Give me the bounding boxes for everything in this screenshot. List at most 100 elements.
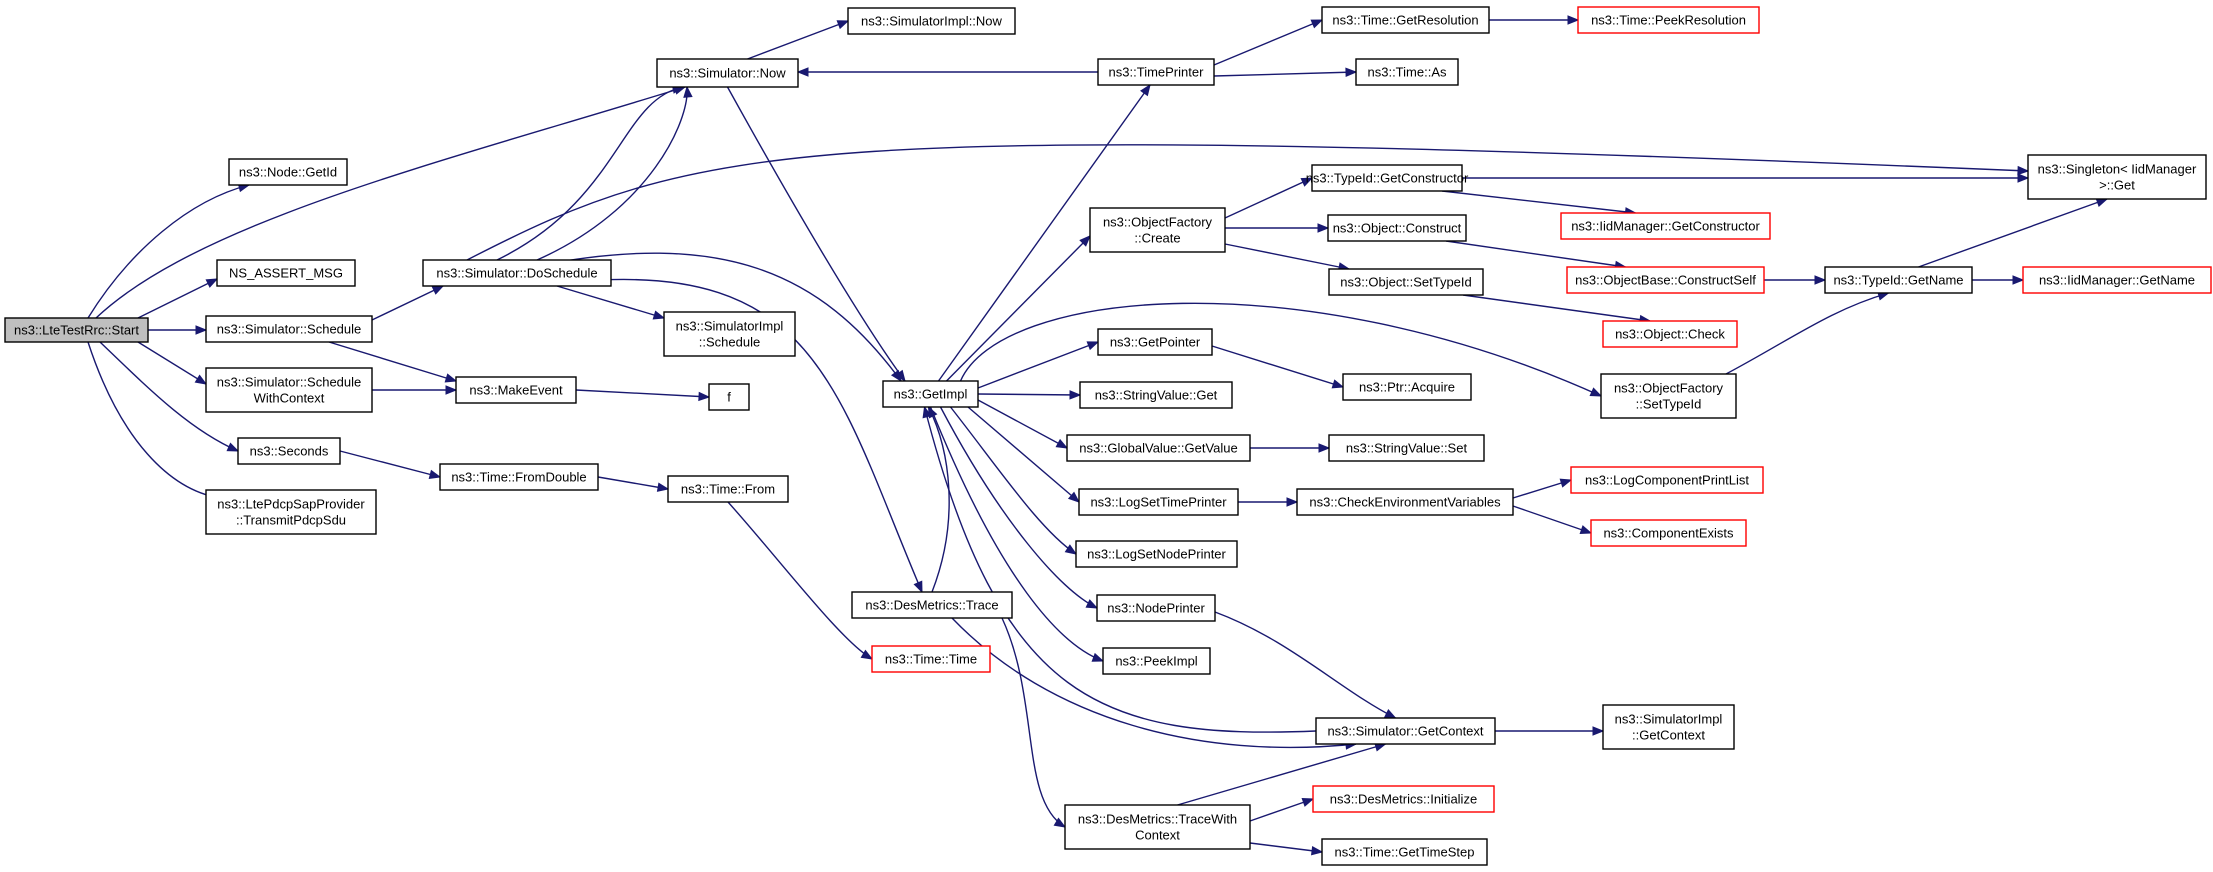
node-label: ns3::LtePdcpSapProvider: [217, 497, 365, 512]
node-strvalset[interactable]: ns3::StringValue::Set: [1328, 434, 1485, 462]
edge-desmetricstrace-to-simgetcontext: [951, 617, 1358, 750]
node-nsassert[interactable]: NS_ASSERT_MSG: [216, 259, 356, 287]
edge-timeprinter-to-simnow: [796, 67, 1098, 77]
node-logsetnodeprinter[interactable]: ns3::LogSetNodePrinter: [1075, 540, 1238, 568]
arrowhead-icon: [860, 649, 874, 660]
node-timeas[interactable]: ns3::Time::As: [1355, 58, 1459, 86]
edge-desmetricstrace-to-getimpl: [927, 405, 950, 593]
node-strvalget[interactable]: ns3::StringValue::Get: [1079, 381, 1233, 409]
edge-line: [1249, 842, 1323, 853]
node-desmetricstrace[interactable]: ns3::DesMetrics::Trace: [851, 591, 1013, 619]
node-f[interactable]: f: [708, 383, 750, 411]
node-seconds[interactable]: ns3::Seconds: [237, 437, 341, 465]
node-timefrom[interactable]: ns3::Time::From: [667, 475, 789, 503]
arrowhead-icon: [1559, 478, 1573, 488]
node-objconstruct[interactable]: ns3::Object::Construct: [1327, 214, 1467, 242]
arrowhead-icon: [226, 442, 240, 452]
node-singletonget[interactable]: ns3::Singleton< IidManager>::Get: [2027, 154, 2207, 200]
node-label: ns3::LteTestRrc::Start: [14, 323, 139, 338]
edge-doschedule-to-simimplsched: [556, 285, 666, 320]
node-schedule[interactable]: ns3::Simulator::Schedule: [205, 315, 373, 343]
edge-line: [951, 617, 1357, 749]
node-label: ns3::LogSetTimePrinter: [1090, 495, 1227, 510]
edge-objbaseconstructself-to-typeidgetname: [1764, 275, 1827, 285]
node-iidmgrgetname[interactable]: ns3::IidManager::GetName: [2022, 266, 2212, 294]
edge-line: [977, 341, 1099, 389]
edge-makeevent-to-f: [575, 389, 711, 402]
arrowhead-icon: [683, 85, 693, 98]
node-desmetricsinit[interactable]: ns3::DesMetrics::Initialize: [1312, 785, 1495, 813]
node-doschedule[interactable]: ns3::Simulator::DoSchedule: [422, 259, 612, 287]
node-box: [1311, 164, 1463, 192]
node-objsettypeid[interactable]: ns3::Object::SetTypeId: [1328, 268, 1484, 296]
node-simgetcontext[interactable]: ns3::Simulator::GetContext: [1315, 717, 1496, 745]
node-getresolution[interactable]: ns3::Time::GetResolution: [1321, 6, 1490, 34]
edge-getimpl-to-nodeprinter: [939, 406, 1099, 609]
node-transmitpdcp[interactable]: ns3::LtePdcpSapProvider::TransmitPdcpSdu: [205, 489, 377, 535]
edge-line: [727, 501, 873, 660]
edge-desmetricstracewctx-to-desmetricsinit: [1249, 797, 1315, 822]
arrowhead-icon: [913, 580, 923, 594]
edge-objfactcreate-to-objconstruct: [1225, 223, 1330, 233]
edge-start-to-transmitpdcp: [87, 341, 222, 502]
node-label: ns3::SimulatorImpl: [676, 319, 784, 334]
edge-simnow-to-getimpl: [726, 86, 906, 383]
node-start[interactable]: ns3::LteTestRrc::Start: [4, 317, 149, 343]
edge-doschedule-to-desmetricstrace: [600, 278, 923, 594]
node-objfactsettypeid[interactable]: ns3::ObjectFactory::SetTypeId: [1600, 373, 1737, 419]
node-label: ns3::DesMetrics::Initialize: [1330, 792, 1477, 807]
node-objfactcreate[interactable]: ns3::ObjectFactory::Create: [1089, 207, 1226, 253]
edge-line: [949, 406, 1077, 555]
node-logsettimeprinter[interactable]: ns3::LogSetTimePrinter: [1078, 488, 1239, 516]
node-peekresolution[interactable]: ns3::Time::PeekResolution: [1577, 6, 1760, 34]
node-timeprinter[interactable]: ns3::TimePrinter: [1097, 58, 1215, 86]
edge-simnow-to-simimplnow: [747, 20, 850, 60]
node-label: ns3::PeekImpl: [1115, 654, 1197, 669]
node-fromdouble[interactable]: ns3::Time::FromDouble: [439, 463, 599, 491]
edge-schedule-to-doschedule: [371, 285, 445, 321]
node-objbaseconstructself[interactable]: ns3::ObjectBase::ConstructSelf: [1566, 266, 1765, 294]
node-compexists[interactable]: ns3::ComponentExists: [1590, 519, 1747, 547]
node-timetime[interactable]: ns3::Time::Time: [871, 645, 991, 673]
node-nodeprinter[interactable]: ns3::NodePrinter: [1096, 594, 1216, 622]
node-checkenv[interactable]: ns3::CheckEnvironmentVariables: [1296, 488, 1514, 516]
node-getid[interactable]: ns3::Node::GetId: [228, 158, 348, 186]
node-gettimestep[interactable]: ns3::Time::GetTimeStep: [1321, 838, 1488, 866]
node-simimplsched[interactable]: ns3::SimulatorImpl::Schedule: [663, 311, 796, 357]
node-getimpl[interactable]: ns3::GetImpl: [882, 380, 979, 408]
arrowhead-icon: [1069, 390, 1082, 400]
node-getpointer[interactable]: ns3::GetPointer: [1097, 328, 1213, 356]
node-label: ::SetTypeId: [1636, 397, 1702, 412]
edge-getimpl-to-objfactsettypeid: [959, 302, 1603, 397]
node-simimplgetctx[interactable]: ns3::SimulatorImpl::GetContext: [1602, 704, 1735, 750]
node-peekimpl[interactable]: ns3::PeekImpl: [1102, 647, 1211, 675]
node-iidmgrgetctor[interactable]: ns3::IidManager::GetConstructor: [1560, 212, 1771, 240]
edge-getresolution-to-peekresolution: [1489, 15, 1580, 25]
node-box: [1566, 266, 1765, 294]
node-box: [1321, 838, 1488, 866]
node-box: [2027, 154, 2207, 200]
node-box: [1312, 785, 1495, 813]
node-simnow[interactable]: ns3::Simulator::Now: [656, 58, 799, 88]
arrowhead-icon: [194, 374, 208, 385]
edge-line: [1441, 190, 1636, 214]
node-objcheck[interactable]: ns3::Object::Check: [1602, 320, 1738, 348]
node-makeevent[interactable]: ns3::MakeEvent: [455, 376, 577, 404]
node-label: ns3::DesMetrics::TraceWith: [1078, 812, 1237, 827]
arrowhead-icon: [1383, 709, 1397, 719]
node-simimplnow[interactable]: ns3::SimulatorImpl::Now: [847, 7, 1016, 35]
arrowhead-icon: [1085, 599, 1099, 609]
node-ptracquire[interactable]: ns3::Ptr::Acquire: [1342, 373, 1472, 401]
node-box: [1079, 381, 1233, 409]
node-box: [1570, 466, 1764, 494]
node-globalvalget[interactable]: ns3::GlobalValue::GetValue: [1066, 434, 1251, 462]
edge-typeidgetctor-to-iidmgrgetctor: [1441, 190, 1637, 217]
node-typeidgetname[interactable]: ns3::TypeId::GetName: [1824, 266, 1973, 294]
node-label: f: [727, 390, 731, 405]
node-logcompprintlist[interactable]: ns3::LogComponentPrintList: [1570, 466, 1764, 494]
arrowhead-icon: [1086, 341, 1100, 351]
edge-start-to-seconds: [99, 341, 240, 452]
node-typeidgetctor[interactable]: ns3::TypeId::GetConstructor: [1306, 164, 1469, 192]
